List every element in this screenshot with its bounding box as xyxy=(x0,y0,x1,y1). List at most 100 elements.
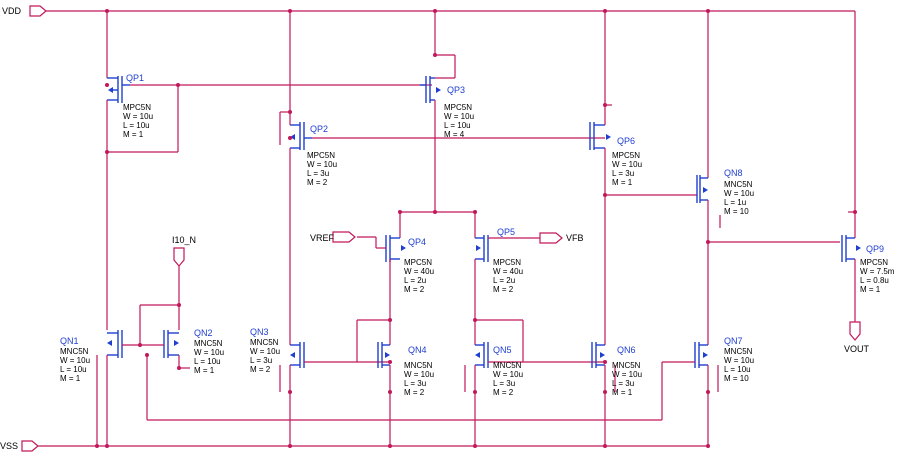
transistor-qp3[interactable] xyxy=(420,11,456,212)
qn3-m: M = 2 xyxy=(250,365,271,374)
qp2-name: QP2 xyxy=(310,124,328,134)
qn8-model: MNC5N xyxy=(724,180,753,189)
qn1-model: MNC5N xyxy=(60,347,89,356)
qn7-m: M = 10 xyxy=(724,374,749,383)
transistor-qn2[interactable] xyxy=(140,330,190,420)
qn3-l: L = 3u xyxy=(250,356,272,365)
qn6-model: MNC5N xyxy=(612,361,641,370)
qp3-m: M = 4 xyxy=(444,130,465,139)
qn1-name: QN1 xyxy=(60,336,79,346)
vref-label: VREF xyxy=(310,233,335,243)
transistor-qn7[interactable] xyxy=(661,242,719,446)
qp3-w: W = 10u xyxy=(444,112,474,121)
qn5-w: W = 10u xyxy=(493,370,523,379)
vss-label: VSS xyxy=(0,441,18,451)
qn8-l: L = 1u xyxy=(724,198,746,207)
qn6-l: L = 3u xyxy=(612,379,634,388)
qp1-m: M = 1 xyxy=(123,130,144,139)
qp1-model: MPC5N xyxy=(123,103,151,112)
vdd-port[interactable] xyxy=(29,5,47,17)
qn7-name: QN7 xyxy=(724,336,743,346)
transistor-qp5[interactable] xyxy=(474,235,540,345)
qp4-w: W = 40u xyxy=(404,267,434,276)
transistor-qp1[interactable] xyxy=(106,11,432,153)
qp1-l: L = 10u xyxy=(123,121,150,130)
i10n-port[interactable] xyxy=(173,247,185,267)
qp6-w: W = 10u xyxy=(612,160,642,169)
qn5-l: L = 3u xyxy=(493,379,515,388)
qp3-l: L = 10u xyxy=(444,121,471,130)
qp9-m: M = 1 xyxy=(860,285,881,294)
qn6-name: QN6 xyxy=(617,345,636,355)
transistor-qn8[interactable] xyxy=(696,11,840,243)
qp4-name: QP4 xyxy=(408,237,426,247)
qn4-l: L = 3u xyxy=(404,379,426,388)
qp6-name: QP6 xyxy=(617,136,635,146)
qp4-l: L = 2u xyxy=(404,276,426,285)
qp4-model: MPC5N xyxy=(404,258,432,267)
qn5-name: QN5 xyxy=(493,345,512,355)
transistor-qn4[interactable] xyxy=(356,319,391,446)
qp2-model: MPC5N xyxy=(307,151,335,160)
qp3-name: QP3 xyxy=(447,85,465,95)
vss-port[interactable] xyxy=(21,440,39,452)
qn4-m: M = 2 xyxy=(404,388,425,397)
transistor-qn5[interactable] xyxy=(464,319,605,446)
qn1-m: M = 1 xyxy=(60,374,81,383)
qn8-m: M = 10 xyxy=(724,207,749,216)
qp1-w: W = 10u xyxy=(123,112,153,121)
qp6-l: L = 3u xyxy=(612,169,634,178)
vref-port[interactable] xyxy=(332,231,356,243)
qn2-w: W = 10u xyxy=(194,348,224,357)
junction-dots xyxy=(95,9,857,448)
qn1-l: L = 10u xyxy=(60,365,87,374)
qn2-m: M = 1 xyxy=(194,366,215,375)
transistor-qn1[interactable] xyxy=(96,330,140,446)
qn3-model: MNC5N xyxy=(250,338,279,347)
qn3-w: W = 10u xyxy=(250,347,280,356)
qp6-m: M = 1 xyxy=(612,178,633,187)
transistor-qp2[interactable] xyxy=(279,11,605,345)
qp2-w: W = 10u xyxy=(307,160,337,169)
i10n-label: I10_N xyxy=(172,235,196,245)
vout-port[interactable] xyxy=(849,321,861,341)
vfb-port[interactable] xyxy=(539,232,563,244)
transistor-qp6[interactable] xyxy=(589,11,612,345)
qn2-model: MNC5N xyxy=(194,339,223,348)
qn8-w: W = 10u xyxy=(724,189,754,198)
qn6-m: M = 1 xyxy=(612,388,633,397)
qp5-model: MPC5N xyxy=(493,258,521,267)
qp9-name: QP9 xyxy=(866,244,884,254)
qn4-w: W = 10u xyxy=(404,370,434,379)
qn7-l: L = 10u xyxy=(724,365,751,374)
qn4-name: QN4 xyxy=(408,345,427,355)
qn2-name: QN2 xyxy=(194,328,213,338)
transistor-qn6[interactable] xyxy=(591,342,616,446)
qn7-w: W = 10u xyxy=(724,356,754,365)
qp1-name: QP1 xyxy=(126,73,144,83)
transistor-qp9[interactable] xyxy=(841,11,861,322)
vdd-label: VDD xyxy=(2,6,22,16)
qn5-m: M = 2 xyxy=(493,388,514,397)
qp9-model: MPC5N xyxy=(860,258,888,267)
qn2-l: L = 10u xyxy=(194,357,221,366)
transistor-qp4[interactable] xyxy=(357,235,406,345)
qp5-w: W = 40u xyxy=(493,267,523,276)
qn5-model: MNC5N xyxy=(493,361,522,370)
qp5-l: L = 2u xyxy=(493,276,515,285)
qp5-m: M = 2 xyxy=(493,285,514,294)
qp9-l: L = 0.8u xyxy=(860,276,889,285)
qn8-name: QN8 xyxy=(724,168,743,178)
qp2-l: L = 3u xyxy=(307,169,329,178)
qp5-name: QP5 xyxy=(497,227,515,237)
qp2-m: M = 2 xyxy=(307,178,328,187)
qp4-m: M = 2 xyxy=(404,285,425,294)
vout-label: VOUT xyxy=(844,344,870,354)
qn1-w: W = 10u xyxy=(60,356,90,365)
qn7-model: MNC5N xyxy=(724,347,753,356)
transistor-qn3[interactable] xyxy=(279,342,390,446)
qp9-w: W = 7.5m xyxy=(860,267,895,276)
qn6-w: W = 10u xyxy=(612,370,642,379)
